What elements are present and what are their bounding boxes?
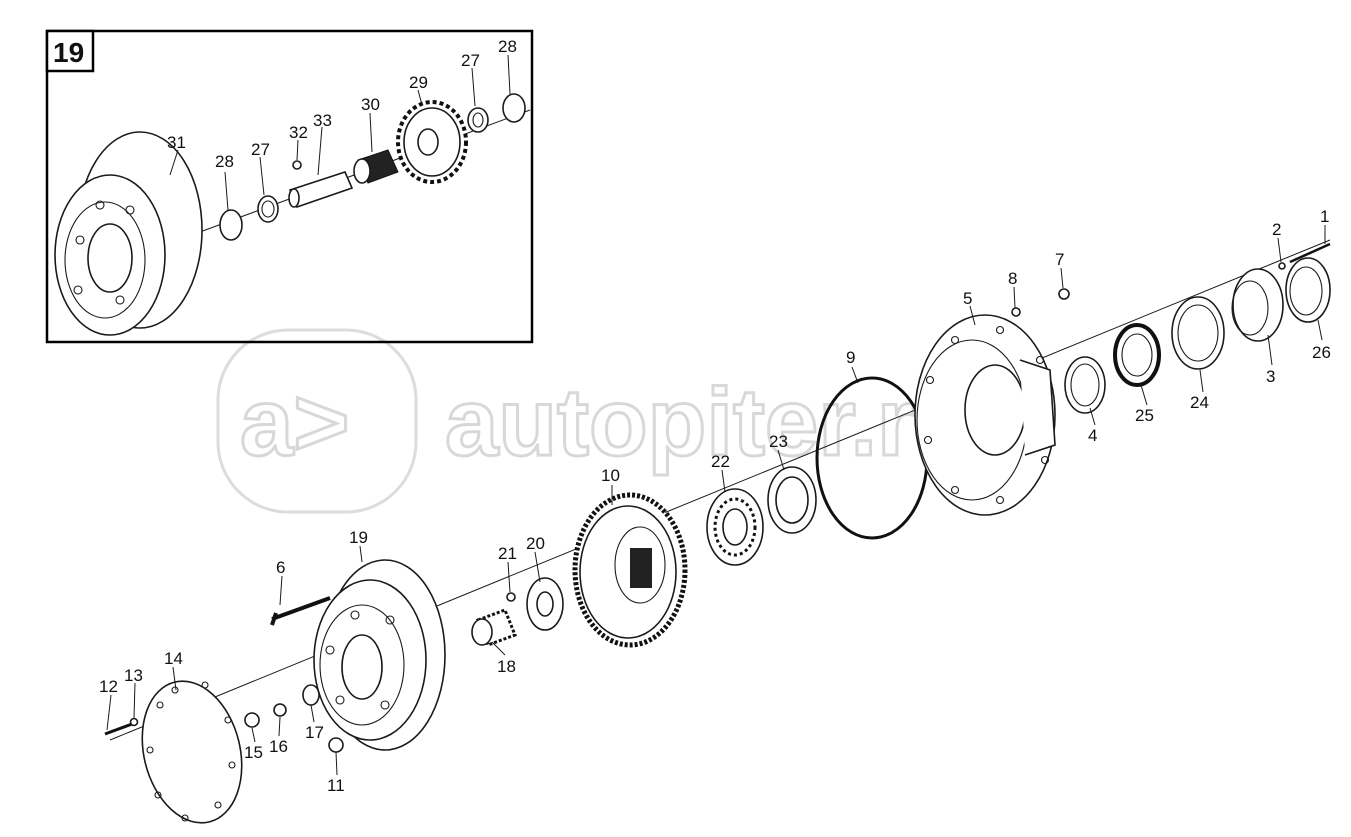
callout-19: 19 (349, 528, 368, 547)
bolt-11 (328, 737, 344, 753)
ball-32 (292, 160, 302, 170)
cover-plate-14 (141, 680, 243, 824)
watermark-logo: a> (240, 369, 349, 476)
callout-24: 24 (1190, 393, 1209, 412)
snap-ring-28a (219, 209, 243, 241)
callout-20: 20 (526, 534, 545, 553)
callout-28-inset-a: 28 (215, 152, 234, 171)
washer-8 (1011, 307, 1021, 317)
callout-25: 25 (1135, 406, 1154, 425)
callout-7: 7 (1055, 250, 1064, 269)
callout-15: 15 (244, 743, 263, 762)
callout-6: 6 (276, 558, 285, 577)
bolt-12 (104, 722, 133, 736)
seal-16 (273, 703, 287, 717)
callout-9: 9 (846, 348, 855, 367)
inset-detail: 19 (45, 29, 534, 344)
callout-14: 14 (164, 649, 183, 668)
leader-lines (106, 225, 1326, 776)
needle-bearing-30 (353, 149, 399, 184)
planet-carrier-19 (313, 559, 446, 751)
callout-2: 2 (1272, 220, 1281, 239)
callout-29: 29 (409, 73, 428, 92)
callout-1: 1 (1320, 207, 1329, 226)
shim-24 (1171, 296, 1225, 370)
callout-10: 10 (601, 466, 620, 485)
washer-2 (1278, 262, 1286, 270)
callout-17: 17 (305, 723, 324, 742)
planet-carrier-housing-inset (54, 131, 203, 336)
callout-26: 26 (1312, 343, 1331, 362)
ring-gear-10 (572, 492, 688, 648)
callout-31: 31 (167, 133, 186, 152)
callout-23: 23 (769, 432, 788, 451)
callout-21: 21 (498, 544, 517, 563)
snap-ring-28b (502, 93, 526, 123)
washer-27b (467, 107, 489, 133)
screw-21 (506, 592, 516, 602)
callout-8: 8 (1008, 269, 1017, 288)
inset-number: 19 (53, 37, 84, 68)
planet-pin-33 (288, 171, 354, 209)
bolt-7 (1058, 288, 1070, 300)
bearing-race-23 (767, 466, 817, 534)
callout-18: 18 (497, 657, 516, 676)
callout-22: 22 (711, 452, 730, 471)
callout-13: 13 (124, 666, 143, 685)
callout-4: 4 (1088, 426, 1097, 445)
callout-16: 16 (269, 737, 288, 756)
bolt-1 (1289, 242, 1331, 264)
stud-6 (270, 596, 331, 626)
planet-gear-29 (396, 100, 468, 184)
callout-12: 12 (99, 677, 118, 696)
callout-27-inset-a: 27 (251, 140, 270, 159)
retainer-20 (526, 577, 564, 631)
callout-27-inset-b: 27 (461, 51, 480, 70)
callout-28-inset-b: 28 (498, 37, 517, 56)
seal-25 (1113, 323, 1161, 387)
sun-gear-18 (471, 608, 517, 647)
callout-32: 32 (289, 123, 308, 142)
callout-3: 3 (1266, 367, 1275, 386)
washer-27a (257, 195, 279, 223)
watermark: a> autopiter.ru (216, 328, 975, 514)
bearing-22 (706, 488, 764, 566)
callout-5: 5 (963, 289, 972, 308)
wheel-hub-5 (914, 314, 1056, 516)
washer-13 (129, 717, 139, 727)
callout-11: 11 (327, 776, 345, 795)
callout-30: 30 (361, 95, 380, 114)
retaining-ring-3 (1231, 268, 1284, 342)
plug-15 (244, 712, 260, 728)
sleeve-4 (1064, 356, 1106, 414)
callout-33: 33 (313, 111, 332, 130)
